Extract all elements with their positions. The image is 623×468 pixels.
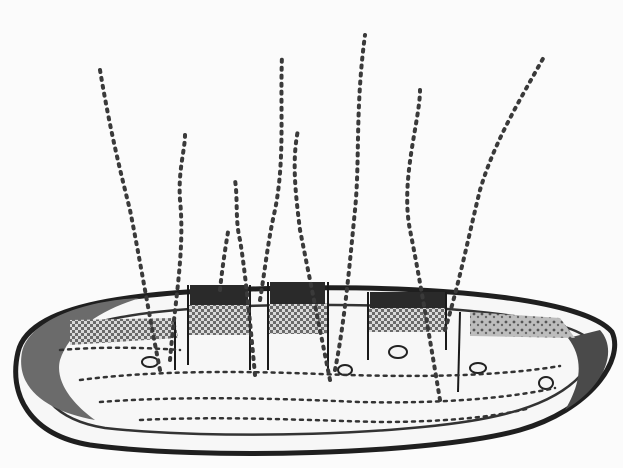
portion-2-top [270,282,325,304]
food-bit [389,346,407,358]
food-bit [338,365,352,375]
food-bit [142,357,158,367]
food-bit [470,363,486,373]
portion-3-middle [368,308,446,332]
steam-wisp [260,55,282,300]
portion-1-middle [188,305,250,335]
steam-wisp [220,232,228,290]
steam-wisp [445,55,545,330]
portion-3-top [370,292,445,308]
food-bit [539,377,553,389]
